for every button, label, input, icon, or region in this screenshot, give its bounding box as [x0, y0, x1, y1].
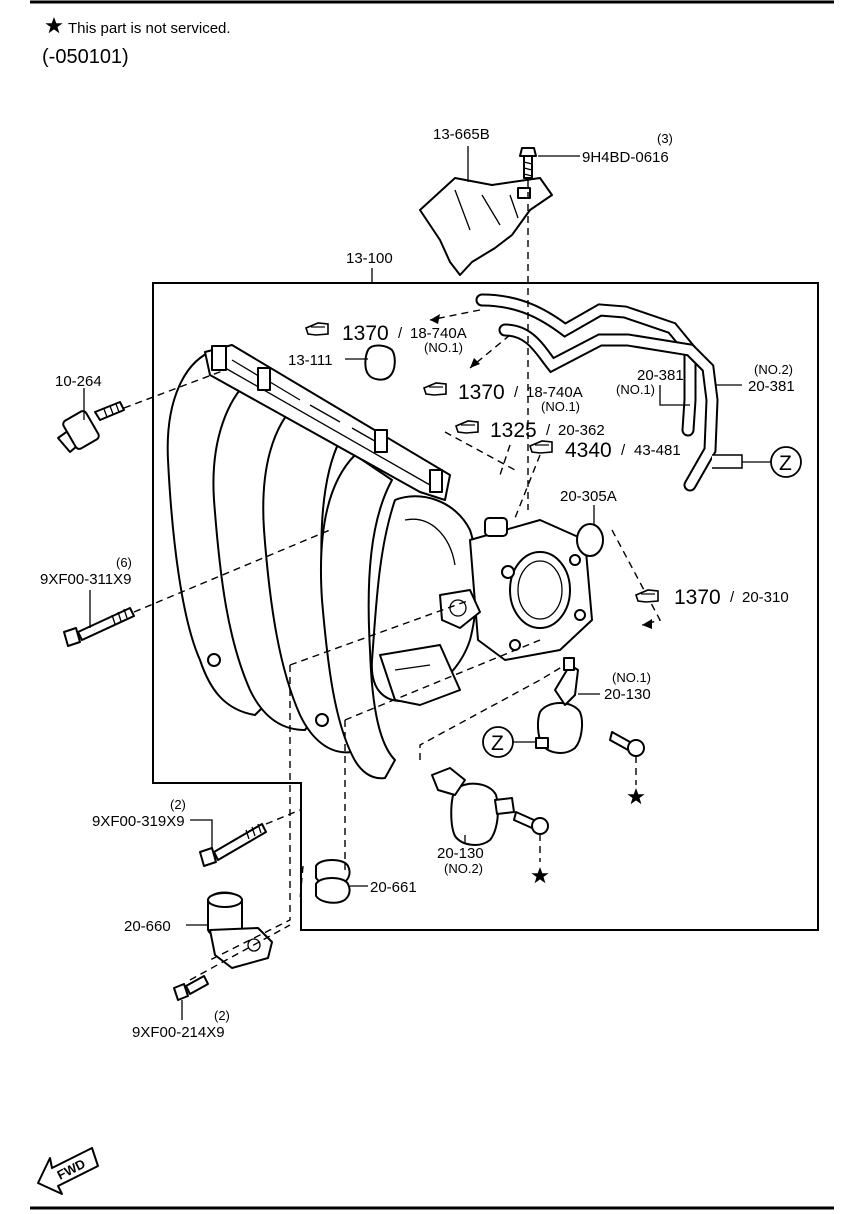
ref-number: 1370: [674, 586, 721, 609]
z-marker-label: Z: [779, 452, 792, 475]
hand-pointer-icon: [455, 420, 479, 434]
label-20-381-no2: 20-381: [748, 378, 795, 395]
gasket-13-111: [364, 344, 396, 381]
bolt-9h4bd-0616: [519, 147, 537, 179]
throttle-body: [439, 517, 593, 661]
bolt-9xf00-311x9: [63, 607, 135, 647]
hose-20-381-no1: [475, 293, 697, 437]
qty-9xf00-319x9: (2): [170, 797, 186, 812]
hand-pointer-icon: [529, 440, 553, 454]
ref-slash: /: [621, 442, 626, 459]
ref-slash: /: [514, 384, 519, 401]
intake-manifold: [166, 344, 593, 780]
screw-20-130-no2: [513, 811, 549, 835]
ref-part: 20-310: [742, 589, 789, 606]
ref-slash: /: [398, 325, 403, 342]
hose-20-381-no2: [498, 323, 743, 492]
ref-slash: /: [546, 422, 551, 439]
ref-sub: (NO.1): [541, 399, 580, 414]
label-9xf00-319x9: 9XF00-319X9: [92, 813, 185, 830]
qty-9xf00-214x9: (2): [214, 1008, 230, 1023]
label-20-130-no1: 20-130: [604, 686, 651, 703]
ref-number: 4340: [565, 439, 612, 462]
label-20-661: 20-661: [370, 879, 417, 896]
qty-9h4bd: (3): [657, 131, 673, 146]
sensor-10-264: [57, 401, 125, 453]
label-20-305a: 20-305A: [560, 488, 617, 505]
star-icon: [531, 867, 549, 884]
hand-pointer-icon: [635, 589, 659, 603]
ref-part: 20-362: [558, 422, 605, 439]
label-9xf00-214x9: 9XF00-214X9: [132, 1024, 225, 1041]
label-10-264: 10-264: [55, 373, 102, 390]
ref-sub: (NO.1): [424, 340, 463, 355]
label-20-660: 20-660: [124, 918, 171, 935]
hand-pointer-icon: [423, 382, 447, 396]
qty-9xf00-311x9: (6): [116, 555, 132, 570]
ref-part: 18-740A: [410, 325, 467, 342]
star-icon: [45, 17, 63, 34]
bracket-13-665b: [419, 177, 553, 276]
actuator-20-130-no1: [535, 657, 584, 754]
label-13-111: 13-111: [288, 352, 332, 369]
label-13-100: 13-100: [346, 250, 393, 267]
sub-20-381-no1: (NO.1): [616, 382, 655, 397]
date-range: (-050101): [42, 46, 129, 68]
o-ring-20-305a: [576, 523, 604, 557]
label-9xf00-311x9: 9XF00-311X9: [40, 571, 131, 588]
star-icon: [627, 788, 645, 805]
bolt-9xf00-214x9: [173, 975, 209, 1001]
sub-20-130-no1: (NO.1): [612, 670, 651, 685]
assembly-boundary: [152, 282, 819, 931]
label-13-665b: 13-665B: [433, 126, 490, 143]
gasket-20-661: [315, 859, 351, 904]
valve-20-660: [207, 891, 273, 969]
ref-part: 18-740A: [526, 384, 583, 401]
label-20-381-no1: 20-381: [637, 367, 684, 384]
z-marker-label: Z: [491, 732, 504, 755]
sub-20-130-no2: (NO.2): [444, 861, 483, 876]
not-serviced-note: This part is not serviced.: [68, 20, 231, 37]
actuator-20-130-no2: [431, 767, 515, 846]
leader-lines: [83, 146, 742, 1020]
hand-pointer-icon: [305, 322, 329, 336]
ref-number: 1370: [342, 322, 389, 345]
label-20-130-no2: 20-130: [437, 845, 484, 862]
label-9h4bd-0616: 9H4BD-0616: [582, 149, 669, 166]
screw-20-130-no1: [609, 731, 645, 757]
ref-number: 1325: [490, 419, 537, 442]
fwd-arrow-icon: FWD: [37, 1147, 99, 1195]
sub-20-381-no2: (NO.2): [754, 362, 793, 377]
bolt-9xf00-319x9: [199, 823, 267, 867]
ref-number: 1370: [458, 381, 505, 404]
ref-part: 43-481: [634, 442, 681, 459]
ref-slash: /: [730, 589, 735, 606]
